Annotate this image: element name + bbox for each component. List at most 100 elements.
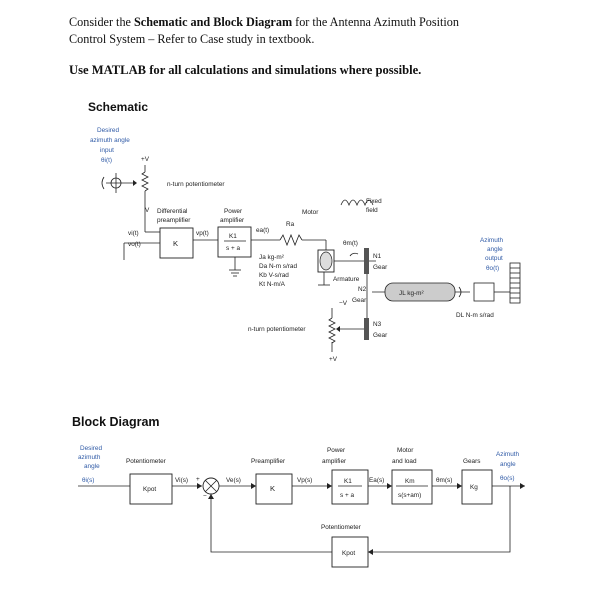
sch-armature: Armature [333, 276, 360, 283]
bd-power-amp-2: amplifier [322, 458, 347, 465]
summing-junction-icon [202, 477, 220, 495]
input-knob-icon [101, 173, 133, 193]
intro-text: Consider the Schematic and Block Diagram… [69, 14, 589, 48]
bd-motor-load-2: and load [392, 458, 417, 465]
feedback-path [368, 486, 511, 553]
intro-line2: Control System – Refer to Case study in … [69, 32, 315, 46]
schematic-heading: Schematic [88, 100, 149, 114]
bd-desired-4: θi(s) [82, 477, 94, 484]
bd-preamp-block [255, 473, 293, 505]
sch-param-Kt: Kt N-m/A [259, 281, 286, 288]
bd-motor-den: s(s+am) [398, 492, 421, 499]
sch-power-amp-2: amplifier [220, 217, 245, 224]
bd-preamp-label: Preamplifier [251, 458, 286, 465]
resistor-icon [279, 233, 303, 247]
field-coil-icon [340, 199, 374, 207]
sch-desired-label-2: azimuth angle [90, 137, 130, 144]
intro-bold: Schematic and Block Diagram [134, 15, 293, 29]
gear-N3-icon [364, 318, 369, 340]
sch-output-label-3: output [485, 255, 503, 262]
bd-ve-s: Ve(s) [226, 477, 241, 484]
block-diagram-heading: Block Diagram [72, 415, 160, 429]
bd-theta-m-s: θm(s) [436, 477, 452, 484]
bd-Km: Km [405, 478, 415, 485]
v-marker: V [145, 207, 150, 214]
bd-motor-block [391, 469, 433, 505]
sch-N2: N2 [358, 286, 367, 293]
sch-plus-v-top: +V [141, 156, 150, 163]
sch-theta-m: θm(t) [343, 240, 358, 247]
sch-output-label-1: Azimuth [480, 237, 504, 244]
bd-vp-s: Vp(s) [297, 477, 312, 484]
sch-vo: vo(t) [128, 241, 141, 248]
schematic-diagram: Desired azimuth angle input θi(t) +V n-t… [90, 127, 521, 363]
sch-gear-lower: Gear [352, 297, 367, 304]
bd-output-3: θo(s) [500, 475, 515, 482]
bd-output-2: angle [500, 461, 516, 468]
intro-prefix: Consider the [69, 15, 134, 29]
bd-power-amp-1: Power [327, 447, 346, 454]
bd-motor-load-1: Motor [397, 447, 414, 454]
sch-desired-label-3: input [100, 147, 114, 154]
bd-power-amp-block [331, 469, 369, 505]
bd-feedback-pot-block [331, 536, 369, 568]
sch-param-Ja: Ja kg-m² [259, 254, 284, 261]
sch-motor: Motor [302, 209, 319, 216]
bd-gears-label: Gears [463, 458, 480, 465]
bd-feedback-Kpot: Kpot [342, 550, 355, 557]
sch-K: K [173, 239, 178, 248]
bd-minus: − [203, 493, 207, 500]
bd-output-1: Azimuth [496, 451, 520, 458]
bd-Kpot: Kpot [143, 486, 156, 493]
antenna-icon [473, 262, 521, 304]
sch-s-plus-a: s + a [226, 245, 240, 252]
sch-output-label-2: angle [487, 246, 503, 253]
bd-desired-2: azimuth [78, 454, 101, 461]
sch-fixed-field-1: Fixed [366, 198, 382, 205]
gear-N1-icon [364, 248, 369, 274]
sch-gear-bottom: Gear [373, 332, 388, 339]
motor-icon [317, 249, 376, 273]
matlab-instruction: Use MATLAB for all calculations and simu… [69, 63, 422, 77]
sch-K1: K1 [229, 233, 237, 240]
sch-param-Da: Da N-m s/rad [259, 263, 297, 270]
sch-preamp-block [159, 227, 194, 259]
sch-vp: vp(t) [196, 230, 209, 237]
sch-vi: vi(t) [128, 230, 139, 237]
bd-K: K [270, 484, 275, 493]
load-disk-icon [384, 282, 456, 302]
sch-param-Kb: Kb V-s/rad [259, 272, 289, 279]
bd-gears-block [461, 469, 493, 505]
bd-vi-s: Vi(s) [175, 477, 188, 484]
sch-desired-label-1: Desired [97, 127, 119, 134]
block-diagram: Desired azimuth angle θi(s) Potentiomete… [78, 445, 525, 568]
sch-pot-bottom-label: n-turn potentiometer [248, 326, 306, 333]
sch-plus-v-bottom: +V [329, 356, 338, 363]
pot-top-icon [141, 171, 149, 192]
sch-diff-preamp-1: Differential [157, 208, 187, 215]
sch-fixed-field-2: field [366, 207, 378, 214]
bd-potentiometer-label: Potentiometer [126, 458, 167, 465]
bd-desired-1: Desired [80, 445, 102, 452]
sch-power-amp-block [217, 226, 252, 258]
bd-feedback-label: Potentiometer [321, 524, 362, 531]
intro-suffix: for the Antenna Azimuth Position [292, 15, 459, 29]
sch-Ra: Ra [286, 221, 295, 228]
sch-gear-upper: Gear [373, 264, 388, 271]
sch-N1: N1 [373, 253, 382, 260]
bd-ea-s: Ea(s) [369, 477, 384, 484]
bd-Kg: Kg [470, 484, 478, 491]
sch-power-amp-1: Power [224, 208, 243, 215]
sch-output-label-4: θo(t) [486, 265, 499, 272]
sch-ea: ea(t) [256, 227, 269, 234]
sch-N3: N3 [373, 321, 382, 328]
bd-pot-block [129, 473, 173, 505]
sch-desired-label-4: θi(t) [101, 157, 112, 164]
bd-desired-3: angle [84, 463, 100, 470]
sch-JL: JL kg-m² [399, 290, 424, 297]
bd-plus: + [196, 476, 200, 483]
sch-minus-v: −V [339, 300, 348, 307]
bd-s-plus-a: s + a [340, 492, 354, 499]
sch-pot-top-label: n-turn potentiometer [167, 181, 225, 188]
